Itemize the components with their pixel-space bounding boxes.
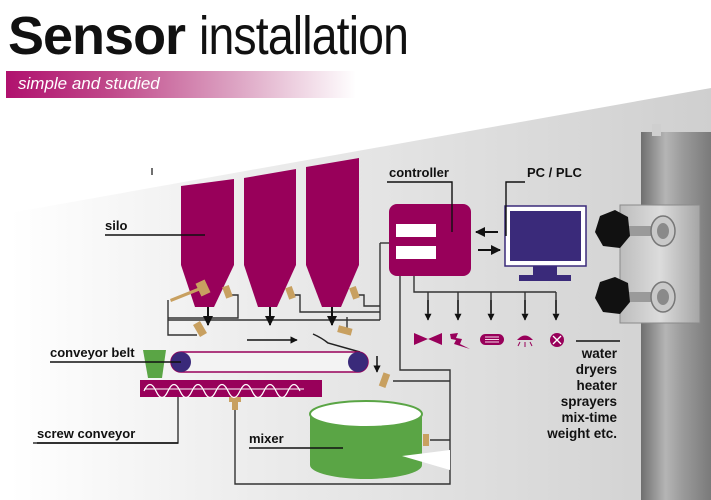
subtitle: simple and studied — [18, 74, 160, 93]
silo-1 — [181, 179, 234, 307]
hopper — [143, 350, 166, 378]
page-title: Sensor installation — [8, 6, 442, 66]
label-controller: controller — [389, 165, 449, 180]
controller-display-2 — [396, 246, 436, 259]
mixer — [309, 400, 450, 479]
leader-lines — [37, 181, 620, 449]
roller-right — [348, 352, 368, 372]
diverter-flap — [312, 333, 361, 353]
output-item: mix-time — [561, 410, 617, 425]
output-item: water — [581, 346, 617, 361]
sensor — [378, 372, 391, 388]
flow-arrows — [203, 227, 560, 373]
sprayer-drops — [517, 341, 533, 347]
subtitle-bar: simple and studied — [6, 71, 356, 98]
controller-display-1 — [396, 224, 436, 237]
conveyor-belt — [170, 351, 369, 373]
output-icons — [414, 333, 564, 349]
sensor — [349, 285, 360, 300]
sensor — [285, 285, 296, 300]
screw-conveyor — [140, 380, 322, 399]
sensor — [229, 396, 241, 402]
silo-3 — [306, 158, 359, 307]
silo-2 — [244, 169, 296, 307]
output-item: heater — [576, 378, 617, 393]
sensor — [423, 434, 429, 446]
title-bold: Sensor — [8, 6, 186, 66]
sensor — [232, 401, 238, 410]
valve-icon — [414, 333, 442, 345]
knob-lower — [595, 277, 676, 314]
sensor-device-photo — [595, 124, 711, 500]
heater-lines — [485, 336, 499, 343]
sensor — [337, 325, 353, 336]
spray-beam — [402, 450, 450, 470]
sprayer-icon — [517, 335, 533, 340]
sensor-probe — [170, 279, 211, 302]
label-silo: silo — [105, 218, 127, 233]
label-screw-conveyor: screw conveyor — [37, 426, 135, 441]
label-conveyor-belt: conveyor belt — [50, 345, 135, 360]
sensor — [193, 320, 207, 338]
controller — [389, 204, 471, 276]
sensor — [222, 284, 233, 299]
silos — [181, 158, 359, 307]
output-item: sprayers — [560, 394, 617, 409]
knob-upper — [595, 210, 676, 248]
output-item: weight etc. — [547, 426, 617, 441]
pc-monitor — [504, 205, 587, 281]
output-list: water dryers heater sprayers mix-time we… — [547, 346, 617, 442]
weight-icon-cross — [552, 335, 562, 345]
title-light: installation — [199, 6, 409, 66]
label-pc-plc: PC / PLC — [527, 165, 583, 180]
output-item: dryers — [575, 362, 617, 377]
lightning-icon — [450, 333, 470, 349]
label-mixer: mixer — [249, 431, 284, 446]
